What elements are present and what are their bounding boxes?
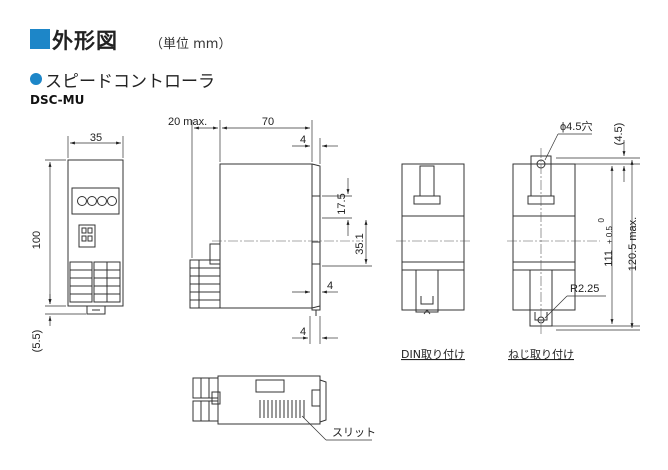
dim-side-bottom-4: 4	[300, 326, 306, 338]
caption-screw: ねじ取り付け	[508, 348, 574, 361]
section-bullet-icon	[30, 73, 42, 85]
dim-rear-111-tolerance-low: 0	[597, 217, 606, 222]
dim-rear-top: (4.5)	[613, 123, 625, 146]
page-title: 外形図	[52, 29, 118, 53]
caption-din: DIN取り付け	[401, 348, 465, 361]
dim-hole: ϕ4.5穴	[560, 119, 592, 133]
dim-rear-111: 111	[603, 250, 615, 267]
din-mount-view	[401, 163, 465, 315]
dim-side-35-1: 35.1	[354, 233, 366, 254]
slit-lines	[259, 400, 305, 418]
dim-front-offset: (5.5)	[31, 330, 43, 353]
dim-radius: R2.25	[570, 283, 599, 295]
dim-front-height: 100	[31, 231, 43, 249]
bottom-slit-view	[192, 375, 327, 425]
dim-front-width: 35	[90, 132, 102, 144]
screw-mount-view	[512, 155, 576, 327]
dim-rear-111-tolerance: + 0.5	[605, 225, 614, 244]
front-view	[67, 159, 124, 315]
dim-side-protrusion: 20 max.	[168, 116, 207, 128]
title-marker-square	[30, 29, 50, 49]
model-name: DSC-MU	[30, 93, 85, 107]
dim-side-depth: 70	[262, 116, 274, 128]
unit-label: （単位 mm）	[150, 37, 232, 52]
dim-rear-120-5: 120.5 max.	[627, 217, 639, 271]
side-view	[189, 163, 321, 316]
dim-side-17-5: 17.5	[336, 193, 348, 214]
caption-slit: スリット	[332, 426, 376, 439]
section-title: スピードコントローラ	[45, 72, 215, 92]
dim-side-top-4: 4	[300, 134, 306, 146]
dim-side-mid-4: 4	[327, 280, 333, 292]
